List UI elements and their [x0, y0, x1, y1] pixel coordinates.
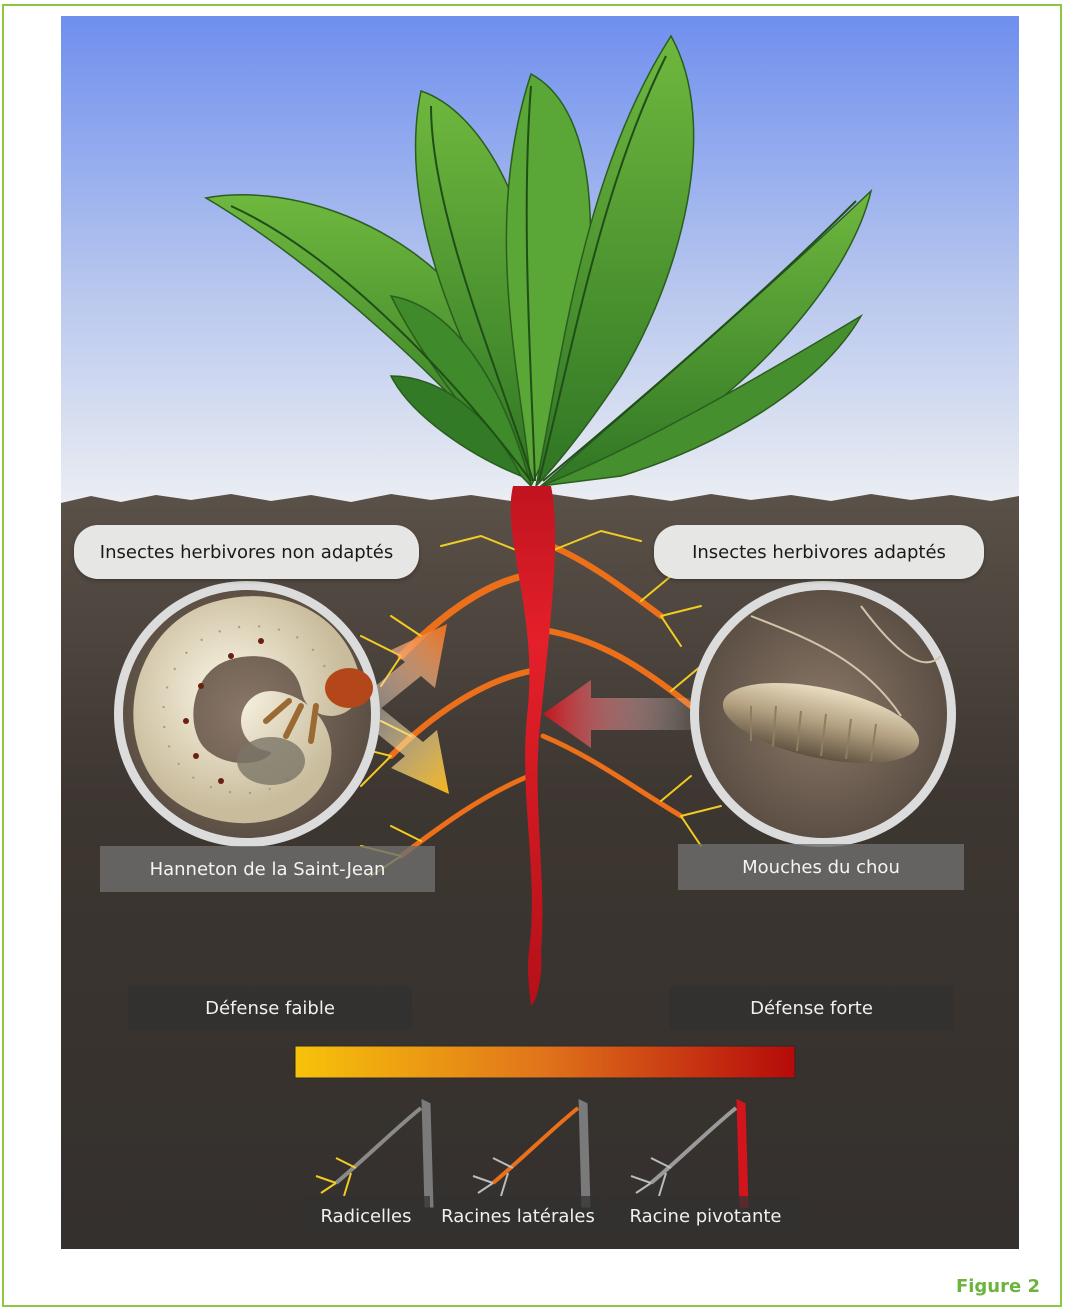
label-grub: Hanneton de la Saint-Jean [100, 846, 435, 892]
label-weak-defense: Défense faible [128, 986, 412, 1030]
label-lateral: Racines latérales [434, 1196, 602, 1236]
fly-larva-illustration [690, 581, 956, 847]
label-rootlets: Radicelles [302, 1196, 430, 1236]
illustration [61, 16, 1019, 1249]
label-adapted: Insectes herbivores adaptés [654, 525, 984, 579]
label-strong-defense: Défense forte [669, 986, 954, 1030]
grub-illustration [114, 581, 380, 847]
label-taproot: Racine pivotante [608, 1196, 803, 1236]
label-non-adapted: Insectes herbivores non adaptés [74, 525, 419, 579]
figure-caption: Figure 2 [956, 1276, 1040, 1297]
label-fly: Mouches du chou [678, 844, 964, 890]
figure-frame: Insectes herbivores non adaptés Insectes… [2, 4, 1062, 1307]
defense-gradient-bar [295, 1046, 795, 1078]
